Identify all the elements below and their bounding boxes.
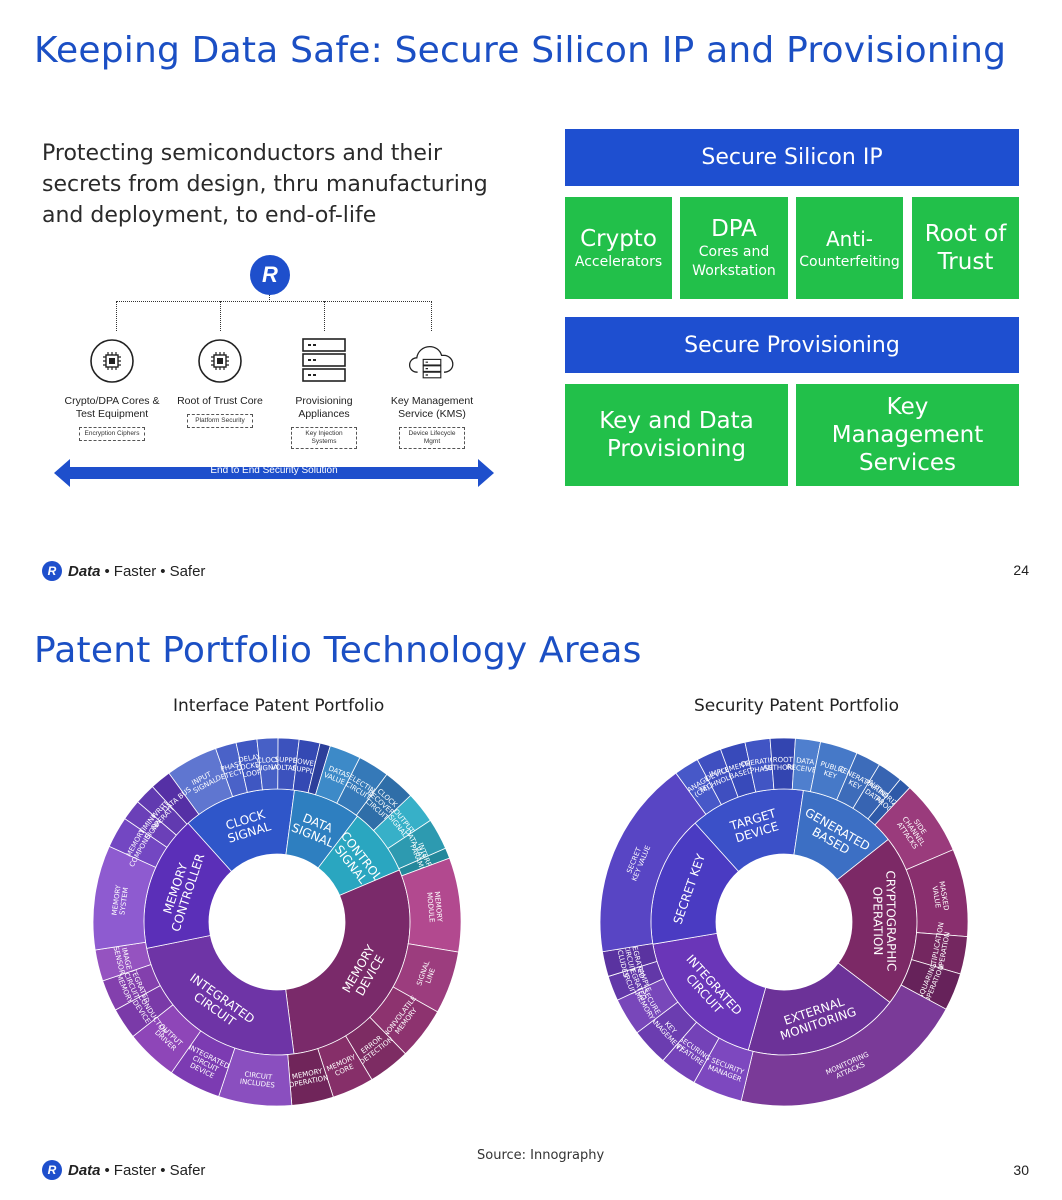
slide-title: Patent Portfolio Technology Areas: [34, 630, 642, 671]
footer-brand: R Data • Faster • Safer: [42, 561, 205, 581]
secure-provisioning-header: Secure Provisioning: [565, 317, 1019, 373]
node-box: Key Injection Systems: [291, 427, 357, 449]
rambus-logo: R: [250, 255, 290, 295]
footer-word: Faster: [113, 562, 157, 580]
node-box: Encryption Ciphers: [79, 427, 145, 441]
footer-word: Data: [68, 1161, 101, 1179]
footer-word: Faster: [113, 1161, 157, 1179]
connector-line: [220, 301, 221, 331]
sunburst-segment: [151, 772, 200, 825]
bullet: •: [104, 562, 110, 580]
footer-word: Data: [68, 562, 101, 580]
page-number: 24: [1013, 562, 1029, 578]
tile-title: Key and Data: [599, 408, 754, 434]
node-kms: Key Management Service (KMS) Device Life…: [377, 337, 487, 449]
sunburst-label: SUPPLYVOLTAGE: [271, 755, 303, 773]
bullet: •: [160, 562, 166, 580]
tile-title: Management: [831, 422, 984, 448]
tile-dpa: DPA Cores and Workstation: [680, 197, 788, 299]
tile-title: Key: [886, 394, 929, 420]
arrow-label: End to End Security Solution: [210, 465, 338, 476]
sunburst-label: MEMORYSYSTEM: [111, 884, 131, 917]
connector-line: [324, 301, 325, 331]
sunburst-label: MEMORYMODULE: [425, 891, 444, 924]
tile-text: Secure Silicon IP: [701, 145, 883, 170]
footer-word: Safer: [169, 562, 206, 580]
tile-title: Provisioning: [606, 436, 747, 462]
node-label: Key Management Service (KMS): [390, 395, 474, 420]
node-box: Platform Security: [187, 414, 253, 428]
tile-text: Secure Provisioning: [684, 332, 900, 358]
tile-title: Services: [859, 450, 956, 476]
chart-title: Interface Patent Portfolio: [173, 696, 385, 716]
tile-crypto: Crypto Accelerators: [565, 197, 672, 299]
security-solution-diagram: R Crypto/DPA Cores & Test Equipment Encr…: [50, 252, 500, 492]
rambus-logo-icon: R: [42, 561, 62, 581]
tile-title: Trust: [937, 249, 994, 275]
footer-word: Safer: [169, 1161, 206, 1179]
tile-title: Anti-: [826, 226, 873, 251]
sunburst-label: MASKEDVALUE: [930, 881, 950, 913]
connector-line: [431, 301, 432, 331]
tile-root-of-trust: Root of Trust: [912, 197, 1019, 299]
sunburst-segment: [599, 772, 707, 953]
server-icon: [300, 337, 348, 385]
footer-brand: R Data • Faster • Safer: [42, 1160, 205, 1180]
tile-subtitle: Counterfeiting: [799, 253, 900, 270]
connector-line: [269, 295, 270, 302]
connector-line: [116, 301, 432, 302]
tile-title: DPA: [711, 216, 757, 242]
intro-text: Protecting semiconductors and their secr…: [42, 141, 488, 228]
tile-key-data-provisioning: Key and Data Provisioning: [565, 384, 788, 486]
connector-line: [116, 301, 117, 331]
chip-icon: [88, 337, 136, 385]
node-label: Provisioning Appliances: [295, 395, 353, 420]
bullet: •: [160, 1161, 166, 1179]
page-number: 30: [1013, 1162, 1029, 1178]
rambus-logo-icon: R: [42, 1160, 62, 1180]
tile-title: Crypto: [580, 225, 657, 252]
cloud-server-icon: [408, 337, 456, 385]
tile-title: Root of: [924, 221, 1007, 247]
tile-subtitle: Accelerators: [574, 253, 663, 270]
sunburst-label: CLOCKSIGNAL: [255, 756, 282, 773]
tile-anti-counterfeiting: Anti- Counterfeiting: [796, 197, 903, 299]
end-to-end-arrow: End to End Security Solution: [54, 459, 494, 487]
sunburst-label: CRYPTOGRAPHICOPERATION: [870, 870, 898, 971]
bullet: •: [104, 1161, 110, 1179]
node-label: Root of Trust Core: [177, 395, 263, 407]
chip-icon: [196, 337, 244, 385]
node-box: Device Lifecycle Mgmt: [399, 427, 465, 449]
sunburst-label: DELAYLOCKEDLOOP: [235, 752, 267, 780]
node-crypto-dpa: Crypto/DPA Cores & Test Equipment Encryp…: [57, 337, 167, 441]
source-note: Source: Innography: [477, 1148, 605, 1163]
tile-subtitle: Workstation: [692, 263, 776, 279]
chart-title: Security Patent Portfolio: [694, 696, 900, 716]
tile-key-management-services: Key Management Services: [796, 384, 1019, 486]
secure-silicon-ip-header: Secure Silicon IP: [565, 129, 1019, 186]
sunburst-label: OPERATIONPHASE: [740, 755, 782, 776]
slide-title: Keeping Data Safe: Secure Silicon IP and…: [34, 30, 1007, 71]
node-label: Crypto/DPA Cores & Test Equipment: [64, 395, 160, 420]
node-root-of-trust: Root of Trust Core Platform Security: [165, 337, 275, 428]
tile-subtitle: Cores and: [698, 244, 770, 260]
node-provisioning: Provisioning Appliances Key Injection Sy…: [269, 337, 379, 449]
